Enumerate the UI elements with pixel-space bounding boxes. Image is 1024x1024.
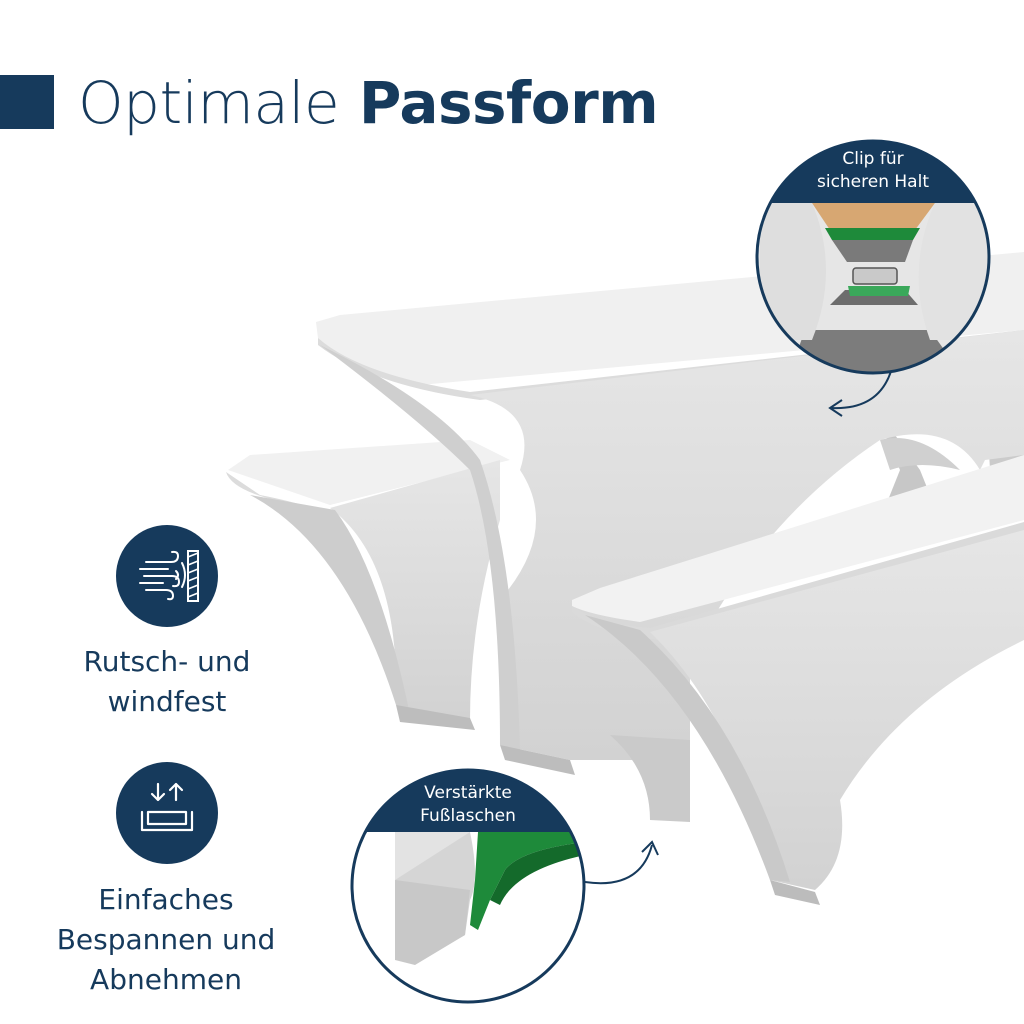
foot-arrowhead <box>641 840 659 856</box>
clip-detail-circle <box>755 139 991 375</box>
feature-label-bespannen: Einfaches Bespannen und Abnehmen <box>46 880 286 1000</box>
wind-shield-icon <box>139 550 199 602</box>
cover-install-badge <box>116 762 218 864</box>
foot-callout-line1: Verstärkte <box>424 783 512 803</box>
page-title-light: Optimale <box>78 69 340 137</box>
foot-arrow <box>584 844 653 885</box>
clip-callout-line2: sicheren Halt <box>816 172 929 192</box>
foot-detail-circle <box>350 768 586 1004</box>
foot-callout-line2: Fußlaschen <box>420 806 516 826</box>
feature-label-bespannen-line3: Abnehmen <box>90 963 242 996</box>
clip-arrow <box>831 367 893 410</box>
right-bench <box>572 455 1024 905</box>
feature-label-windfest-line2: windfest <box>107 685 227 718</box>
feature-label-windfest-line1: Rutsch- und <box>83 645 251 678</box>
foot-callout-label: Verstärkte Fußlaschen <box>408 782 528 828</box>
cover-install-icon <box>140 782 194 832</box>
wind-shield-badge <box>116 525 218 627</box>
clip-callout-label: Clip für sicheren Halt <box>813 148 933 194</box>
feature-label-bespannen-line2: Bespannen und <box>56 923 276 956</box>
page-title-bold: Passform <box>358 69 659 137</box>
clip-callout-line1: Clip für <box>842 149 904 169</box>
page-title: Optimale Passform <box>78 68 659 138</box>
feature-label-bespannen-line1: Einfaches <box>98 883 234 916</box>
header-square <box>0 75 54 129</box>
clip-arrowhead <box>828 399 843 417</box>
feature-label-windfest: Rutsch- und windfest <box>67 642 267 722</box>
left-bench <box>226 440 510 730</box>
